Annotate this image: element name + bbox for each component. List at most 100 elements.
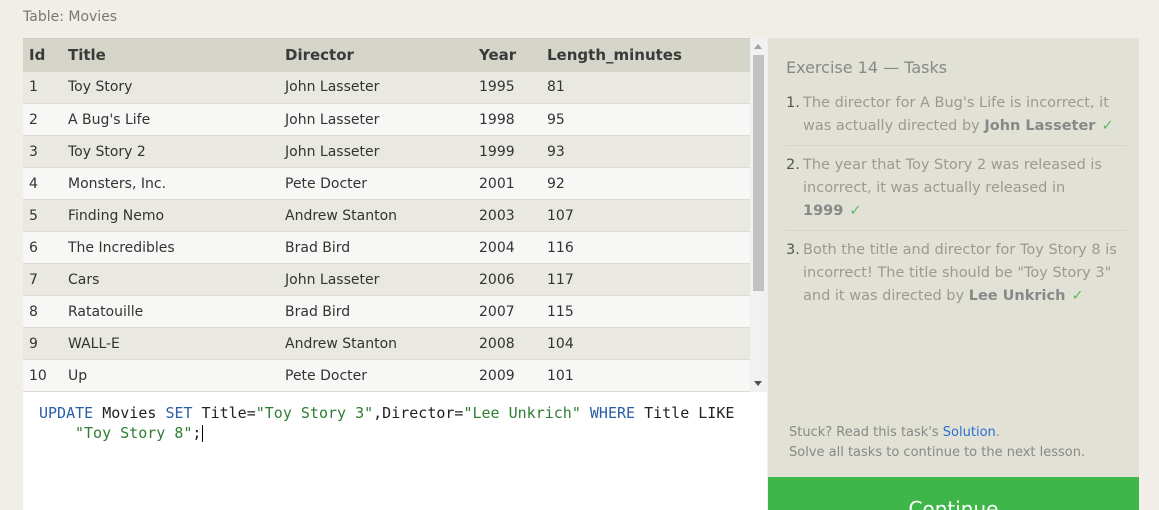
cell-length: 92: [547, 175, 565, 192]
table-header-row: Id Title Director Year Length_minutes: [23, 38, 750, 72]
task-description: The year that Toy Story 2 was released i…: [803, 157, 1102, 196]
cell-title: A Bug's Life: [68, 111, 151, 128]
task-answer: 1999: [803, 203, 844, 219]
cell-length: 117: [547, 271, 574, 288]
help-text: Stuck? Read this task's Solution. Solve …: [789, 423, 1085, 463]
task-list: 1. The director for A Bug's Life is inco…: [786, 92, 1126, 323]
task-item: 2. The year that Toy Story 2 was release…: [786, 154, 1126, 231]
cell-year: 1999: [479, 143, 515, 160]
task-number: 2.: [786, 157, 800, 173]
continue-button[interactable]: Continue: [768, 477, 1139, 510]
cell-title: Up: [68, 367, 88, 384]
results-table-container: Id Title Director Year Length_minutes 1 …: [23, 38, 767, 392]
task-item: 3. Both the title and director for Toy S…: [786, 239, 1126, 315]
task-description: The director for A Bug's Life is incorre…: [803, 95, 1109, 134]
cell-id: 2: [29, 111, 38, 128]
task-description: Both the title and director for Toy Stor…: [803, 242, 1117, 304]
task-answer: John Lasseter: [984, 118, 1096, 134]
sql-keyword: SET: [165, 404, 193, 422]
cell-year: 2006: [479, 271, 515, 288]
column-header-id: Id: [23, 38, 62, 72]
task-number: 1.: [786, 95, 800, 111]
cell-year: 1998: [479, 111, 515, 128]
scroll-down-arrow-icon[interactable]: [754, 381, 762, 386]
cell-director: Andrew Stanton: [285, 335, 398, 352]
cell-length: 107: [547, 207, 574, 224]
cell-title: WALL-E: [68, 335, 120, 352]
task-item: 1. The director for A Bug's Life is inco…: [786, 92, 1126, 146]
sql-text: ;: [192, 424, 202, 442]
table-row: 1 Toy Story John Lasseter 1995 81: [23, 71, 750, 104]
sql-text: Movies: [93, 404, 166, 422]
table-row: 8 Ratatouille Brad Bird 2007 115: [23, 295, 750, 328]
table-caption: Table: Movies: [23, 9, 118, 25]
cell-id: 1: [29, 79, 38, 96]
cell-id: 5: [29, 207, 38, 224]
editor-line: UPDATE Movies SET Title="Toy Story 3",Di…: [39, 403, 751, 423]
tasks-panel: Exercise 14 — Tasks 1. The director for …: [768, 38, 1139, 510]
cell-title: Ratatouille: [68, 303, 144, 320]
checkmark-icon: ✓: [849, 203, 862, 219]
cell-director: John Lasseter: [285, 143, 380, 160]
column-header-title: Title: [62, 38, 279, 72]
cell-title: Toy Story: [68, 79, 133, 96]
cell-year: 2008: [479, 335, 515, 352]
cell-director: Andrew Stanton: [285, 207, 398, 224]
sql-keyword: UPDATE: [39, 404, 94, 422]
cell-year: 2003: [479, 207, 515, 224]
cell-id: 3: [29, 143, 38, 160]
task-text: The year that Toy Story 2 was released i…: [803, 154, 1126, 223]
task-text: The director for A Bug's Life is incorre…: [803, 92, 1126, 138]
cell-length: 115: [547, 303, 574, 320]
cell-id: 9: [29, 335, 38, 352]
tasks-title: Exercise 14 — Tasks: [786, 58, 948, 77]
cell-director: John Lasseter: [285, 111, 380, 128]
checkmark-icon: ✓: [1101, 118, 1114, 134]
scroll-thumb[interactable]: [753, 55, 764, 291]
cell-id: 6: [29, 239, 38, 256]
column-header-length: Length_minutes: [541, 38, 750, 72]
cell-year: 1995: [479, 79, 515, 96]
sql-string: "Toy Story 8": [75, 424, 193, 442]
cell-director: John Lasseter: [285, 79, 380, 96]
sql-string: "Lee Unkrich": [463, 404, 581, 422]
help-line2: Solve all tasks to continue to the next …: [789, 445, 1086, 460]
column-header-director: Director: [279, 38, 473, 72]
sql-keyword: WHERE: [580, 404, 636, 422]
task-text: Both the title and director for Toy Stor…: [803, 239, 1126, 308]
sql-text: ,Director=: [373, 404, 464, 422]
cell-year: 2009: [479, 367, 515, 384]
results-table: Id Title Director Year Length_minutes 1 …: [23, 38, 750, 392]
sql-string: "Toy Story 3": [255, 404, 374, 422]
cell-director: Pete Docter: [285, 367, 368, 384]
cell-title: Monsters, Inc.: [68, 175, 167, 192]
cell-length: 101: [547, 367, 574, 384]
cell-director: Brad Bird: [285, 239, 351, 256]
cell-id: 10: [29, 367, 47, 384]
sql-text: Title LIKE: [635, 404, 735, 422]
cell-id: 7: [29, 271, 38, 288]
cell-length: 116: [547, 239, 574, 256]
cell-id: 8: [29, 303, 38, 320]
scroll-up-arrow-icon[interactable]: [754, 44, 762, 49]
table-scrollbar[interactable]: [750, 38, 767, 392]
cell-length: 93: [547, 143, 565, 160]
cell-title: Cars: [68, 271, 100, 288]
column-header-year: Year: [473, 38, 541, 72]
sql-editor[interactable]: UPDATE Movies SET Title="Toy Story 3",Di…: [23, 392, 767, 510]
cell-director: Pete Docter: [285, 175, 368, 192]
table-row: 9 WALL-E Andrew Stanton 2008 104: [23, 327, 750, 360]
table-row: 4 Monsters, Inc. Pete Docter 2001 92: [23, 167, 750, 200]
cell-title: Finding Nemo: [68, 207, 165, 224]
task-number: 3.: [786, 242, 800, 258]
table-row: 10 Up Pete Docter 2009 101: [23, 359, 750, 392]
cell-length: 81: [547, 79, 565, 96]
cell-title: Toy Story 2: [68, 143, 146, 160]
checkmark-icon: ✓: [1071, 288, 1084, 304]
cell-director: John Lasseter: [285, 271, 380, 288]
help-suffix: .: [995, 425, 1000, 440]
table-row: 7 Cars John Lasseter 2006 117: [23, 263, 750, 296]
solution-link[interactable]: Solution: [942, 425, 996, 440]
table-row: 2 A Bug's Life John Lasseter 1998 95: [23, 103, 750, 136]
cell-length: 95: [547, 111, 565, 128]
